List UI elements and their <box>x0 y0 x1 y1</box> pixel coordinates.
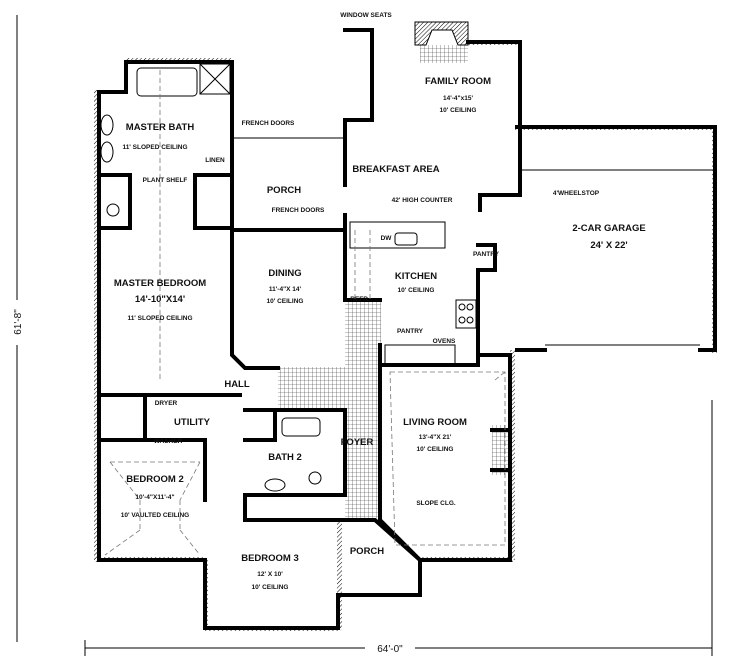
svg-text:10' CEILING: 10' CEILING <box>417 446 454 453</box>
svg-text:FRENCH DOORS: FRENCH DOORS <box>242 120 295 127</box>
kitchen-label: KITCHEN <box>395 271 437 282</box>
svg-text:LINEN: LINEN <box>205 157 225 164</box>
svg-text:14'-10"X14': 14'-10"X14' <box>135 294 185 305</box>
svg-text:11' SLOPED CEILING: 11' SLOPED CEILING <box>127 315 192 322</box>
room-labels: WINDOW SEATS FAMILY ROOM 14'-4"x15' 10' … <box>114 12 646 591</box>
window-seats-note: WINDOW SEATS <box>340 12 392 19</box>
svg-text:FRENCH DOORS: FRENCH DOORS <box>272 207 325 214</box>
svg-text:11'-4"X 14': 11'-4"X 14' <box>269 286 302 293</box>
dining-label: DINING <box>268 268 301 279</box>
svg-text:11' SLOPED CEILING: 11' SLOPED CEILING <box>122 144 187 151</box>
dimension-depth: 61'-8" <box>13 15 24 642</box>
svg-text:10' CEILING: 10' CEILING <box>252 584 289 591</box>
utility-label: UTILITY <box>174 417 211 428</box>
svg-text:13'-4"X 21': 13'-4"X 21' <box>419 434 452 441</box>
porch-rear-label: PORCH <box>267 185 301 196</box>
foyer-label: FOYER <box>341 437 374 448</box>
svg-text:PANTRY: PANTRY <box>473 251 500 258</box>
svg-text:DW: DW <box>381 235 393 242</box>
svg-text:24' X 22': 24' X 22' <box>590 240 627 251</box>
svg-text:SLOPE CLG.: SLOPE CLG. <box>416 500 456 507</box>
ceiling-lines <box>104 70 506 556</box>
svg-text:REFR.: REFR. <box>350 296 370 303</box>
master-bedroom-label: MASTER BEDROOM <box>114 278 206 289</box>
svg-text:10' CEILING: 10' CEILING <box>440 107 477 114</box>
bedroom3-label: BEDROOM 3 <box>241 553 299 564</box>
family-hearth-tile <box>420 45 468 63</box>
svg-text:10' VAULTED CEILING: 10' VAULTED CEILING <box>121 512 189 519</box>
hall-label: HALL <box>224 379 250 390</box>
fixtures <box>100 63 715 492</box>
svg-text:10' CEILING: 10' CEILING <box>267 298 304 305</box>
svg-text:DRYER: DRYER <box>155 400 178 407</box>
bedroom2-label: BEDROOM 2 <box>126 474 184 485</box>
svg-text:14'-4"x15': 14'-4"x15' <box>443 95 473 102</box>
svg-text:4'WHEELSTOP: 4'WHEELSTOP <box>553 190 600 197</box>
svg-text:PANTRY: PANTRY <box>397 328 424 335</box>
foyer-tile <box>345 300 381 520</box>
svg-text:10'-4"X11'-4": 10'-4"X11'-4" <box>135 494 174 501</box>
svg-text:PLANT SHELF: PLANT SHELF <box>143 177 188 184</box>
svg-text:64'-0": 64'-0" <box>377 644 403 655</box>
master-bath-label: MASTER BATH <box>126 122 195 133</box>
family-room-label: FAMILY ROOM <box>425 76 491 87</box>
breakfast-label: BREAKFAST AREA <box>352 164 439 175</box>
hall-tile <box>278 367 345 409</box>
svg-text:WASHER: WASHER <box>154 438 183 445</box>
walls <box>97 28 717 630</box>
svg-text:10' CEILING: 10' CEILING <box>398 287 435 294</box>
garage-label: 2-CAR GARAGE <box>572 223 645 234</box>
bath2-label: BATH 2 <box>268 452 302 463</box>
svg-text:42' HIGH COUNTER: 42' HIGH COUNTER <box>392 197 453 204</box>
svg-text:12' X 10': 12' X 10' <box>257 571 283 578</box>
living-hearth-tile <box>492 425 510 475</box>
svg-text:61'-8": 61'-8" <box>13 309 24 335</box>
porch-front-label: PORCH <box>350 546 384 557</box>
dimension-width: 64'-0" <box>84 400 713 656</box>
svg-text:OVENS: OVENS <box>433 338 456 345</box>
living-room-label: LIVING ROOM <box>403 417 467 428</box>
